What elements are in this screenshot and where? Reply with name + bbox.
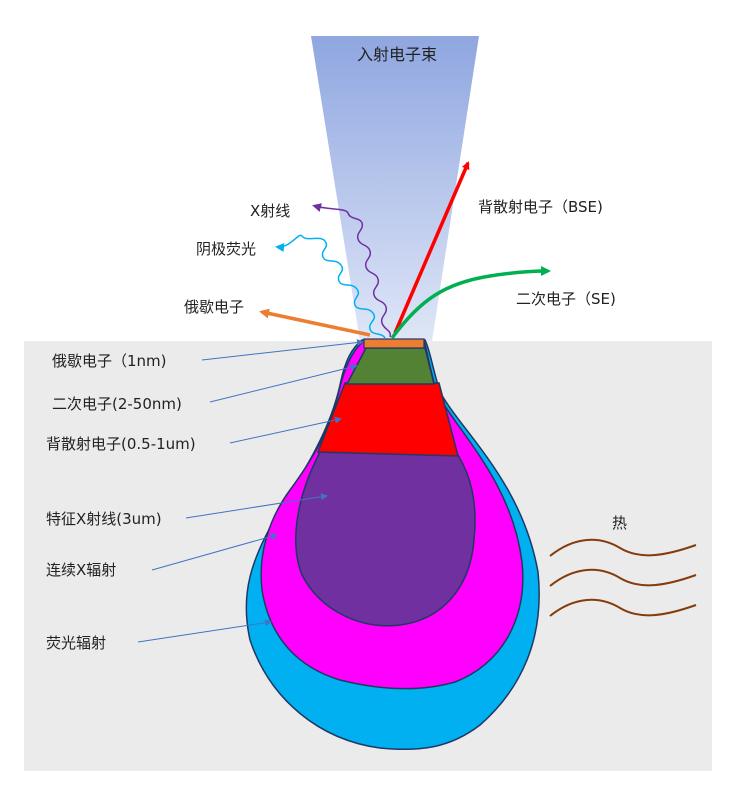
fluorescence-pointer [137,619,272,643]
se-arrow [390,266,551,340]
xray-label: X射线 [250,202,290,220]
bse-arrow [393,161,470,334]
characteristic-xray-region [295,451,476,627]
cathodoluminescence-label: 阴极荧光 [196,240,256,258]
bse-pointer [229,416,342,444]
xray-wave [312,203,392,338]
char-xray-pointer [185,493,328,519]
auger-emission-label: 俄歇电子 [184,298,244,316]
auger-arrow [259,308,371,337]
cathodoluminescence-wave [275,234,386,339]
heat-label: 热 [612,514,627,532]
heat-wave-3 [549,598,697,617]
continuous-xray-pointer [151,532,278,571]
incident-beam [311,36,479,341]
char-xray-region-label: 特征X射线(3um) [46,510,162,528]
beam-label: 入射电子束 [357,45,437,64]
auger-region-label: 俄歇电子（1nm) [52,352,167,370]
continuous-xray-region-label: 连续X辐射 [46,561,116,579]
auger-pointer [201,339,364,361]
heat-wave-2 [549,568,697,587]
se-emission-label: 二次电子（SE) [516,290,616,308]
auger-region [363,338,425,349]
se-region-label: 二次电子(2-50nm) [52,395,182,413]
bse-region-label: 背散射电子(0.5-1um) [46,435,196,453]
heat-wave-1 [549,538,697,557]
se-pointer [209,363,358,403]
bse-emission-label: 背散射电子（BSE) [478,198,603,216]
fluorescence-region-label: 荧光辐射 [46,634,106,652]
